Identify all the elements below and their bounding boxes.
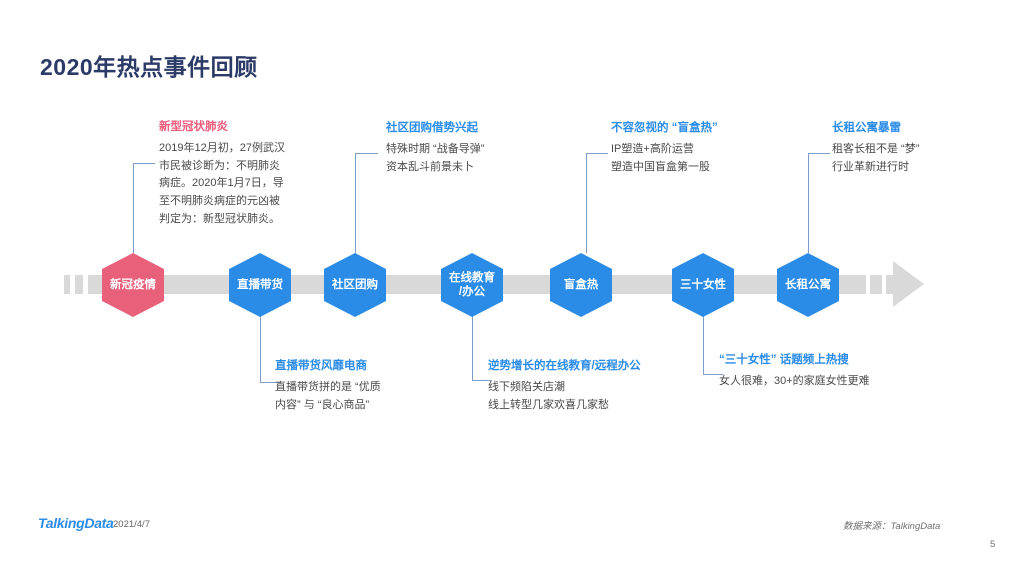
timeline-node-changzu-gongyu[interactable]: 长租公寓: [777, 253, 839, 317]
callout-line: 特殊时期 “战备导弹”: [386, 142, 485, 155]
callout-line: 行业革新进行时: [832, 160, 909, 173]
callout-bottom-sanshi-nvxing: “三十女性” 话题频上热搜 女人很难，30+的家庭女性更难: [719, 354, 870, 391]
timeline-node-label: 三十女性: [680, 278, 726, 291]
connector-node-3-arm: [355, 153, 378, 154]
connector-node-7: [808, 153, 809, 253]
callout-title: 不容忽视的 “盲盒热”: [611, 122, 718, 134]
talkingdata-logo: TalkingData: [38, 515, 114, 531]
timeline-dash-4: [852, 275, 866, 294]
timeline-node-label-line1: 在线教育: [449, 271, 495, 284]
callout-top-shequ-tuangou: 社区团购借势兴起 特殊时期 “战备导弹” 资本乱斗前景未卜: [386, 122, 484, 176]
timeline-dash-6: [886, 275, 894, 294]
timeline-node-label: 新冠疫情: [110, 278, 156, 291]
callout-bottom-zhibo-daihuo: 直播带货风靡电商 直播带货拼的是 “优质 内容” 与 “良心商品”: [275, 360, 381, 414]
timeline-node-label: 长租公寓: [785, 278, 831, 291]
timeline-node-label: 社区团购: [332, 278, 378, 291]
callout-line: 内容” 与 “良心商品”: [275, 398, 370, 411]
timeline-dash-3: [88, 275, 98, 294]
timeline-dash-1: [64, 275, 70, 294]
timeline-dash-2: [75, 275, 83, 294]
timeline-node-label: 直播带货: [237, 278, 283, 291]
callout-top-changzu-gongyu: 长租公寓暴雷 租客长租不是 “梦” 行业革新进行时: [832, 122, 919, 176]
connector-node-5: [586, 153, 587, 253]
timeline-node-manghe-re[interactable]: 盲盒热: [550, 253, 612, 317]
callout-top-xinxing-guanzhuang: 新型冠状肺炎 2019年12月初，27例武汉 市民被诊断为：不明肺炎 病症。20…: [159, 121, 285, 229]
callout-title: 直播带货风靡电商: [275, 360, 367, 372]
callout-line: 病症。2020年1月7日，导: [159, 177, 284, 190]
callout-title: 逆势增长的在线教育/远程办公: [488, 360, 641, 372]
page-title: 2020年热点事件回顾: [40, 54, 258, 80]
connector-node-4-arm: [472, 380, 492, 381]
callout-top-manghe-re: 不容忽视的 “盲盒热” IP塑造+高阶运营 塑造中国盲盒第一股: [611, 122, 718, 176]
callout-line: IP塑造+高阶运营: [611, 142, 694, 155]
callout-line: 塑造中国盲盒第一股: [611, 160, 710, 173]
connector-node-2-arm: [260, 382, 280, 383]
connector-node-1-arm: [133, 163, 155, 164]
timeline-node-label: 盲盒热: [563, 278, 599, 291]
callout-line: 2019年12月初，27例武汉: [159, 141, 285, 154]
callout-bottom-zaixian-jiaoyu: 逆势增长的在线教育/远程办公 线下频陷关店潮 线上转型几家欢喜几家愁: [488, 360, 641, 414]
connector-node-6: [703, 316, 704, 374]
connector-node-2: [260, 316, 261, 382]
timeline-arrow-icon: [893, 261, 924, 307]
timeline-node-xinguan-yiqing[interactable]: 新冠疫情: [102, 253, 164, 317]
callout-line: 资本乱斗前景未卜: [386, 160, 474, 173]
callout-line: 至不明肺炎病症的元凶被: [159, 195, 280, 208]
callout-title: 长租公寓暴雷: [832, 122, 901, 134]
callout-line: 女人很难，30+的家庭女性更难: [719, 374, 870, 387]
timeline-node-shequ-tuangou[interactable]: 社区团购: [324, 253, 386, 317]
connector-node-4: [472, 316, 473, 380]
callout-line: 判定为：新型冠状肺炎。: [159, 213, 280, 226]
footer-date: 2021/4/7: [113, 519, 150, 530]
connector-node-1: [133, 163, 134, 253]
connector-node-5-arm: [586, 153, 608, 154]
connector-node-6-arm: [703, 374, 723, 375]
callout-title: “三十女性” 话题频上热搜: [719, 354, 849, 366]
callout-line: 直播带货拼的是 “优质: [275, 380, 381, 393]
connector-node-7-arm: [808, 153, 830, 154]
callout-line: 租客长租不是 “梦”: [832, 142, 920, 155]
connector-node-3: [355, 153, 356, 253]
timeline-dash-5: [870, 275, 882, 294]
callout-line: 线上转型几家欢喜几家愁: [488, 398, 609, 411]
timeline-node-zaixian-jiaoyu[interactable]: 在线教育 /办公: [441, 253, 503, 317]
page-number: 5: [990, 539, 996, 550]
callout-line: 市民被诊断为：不明肺炎: [159, 159, 280, 172]
callout-title: 新型冠状肺炎: [159, 121, 228, 133]
callout-line: 线下频陷关店潮: [488, 380, 565, 393]
timeline-node-sanshi-nvxing[interactable]: 三十女性: [672, 253, 734, 317]
timeline-node-label-line2: /办公: [458, 286, 486, 298]
timeline-node-zhibo-daihuo[interactable]: 直播带货: [229, 253, 291, 317]
callout-title: 社区团购借势兴起: [386, 122, 478, 134]
data-source-note: 数据来源：TalkingData: [843, 521, 941, 532]
